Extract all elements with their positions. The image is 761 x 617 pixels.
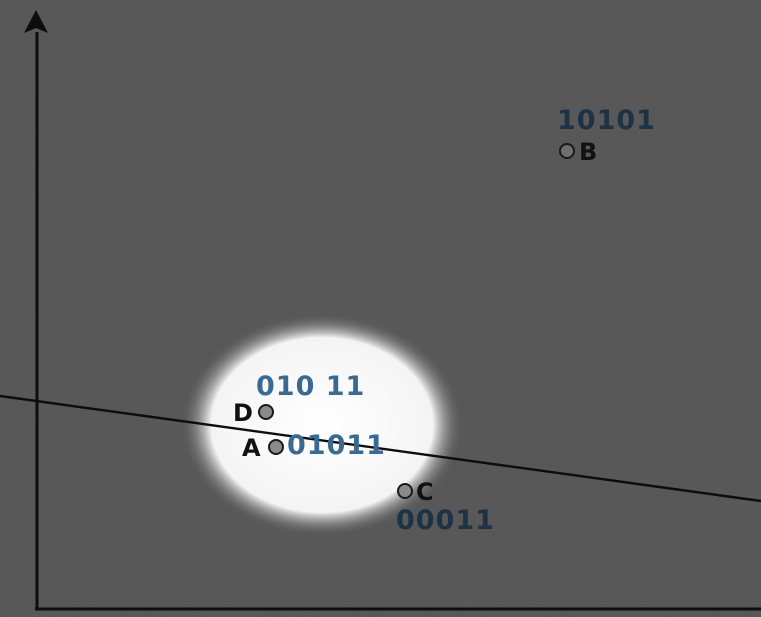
point-a-marker	[268, 439, 284, 455]
separating-line	[0, 394, 761, 503]
point-d-code: 010 11	[256, 371, 366, 402]
point-a-label: A	[242, 434, 261, 462]
point-c-label: C	[416, 478, 434, 506]
point-d-marker	[258, 404, 274, 420]
y-axis-arrow-icon	[24, 10, 48, 33]
point-b-marker	[559, 143, 575, 159]
point-b-label: B	[579, 138, 598, 166]
point-a-code: 01011	[287, 430, 386, 461]
point-d-label: D	[233, 399, 253, 427]
point-b-code: 10101	[557, 105, 656, 136]
point-c-code: 00011	[396, 505, 495, 536]
point-c-marker	[397, 483, 413, 499]
spotlight	[180, 313, 464, 537]
